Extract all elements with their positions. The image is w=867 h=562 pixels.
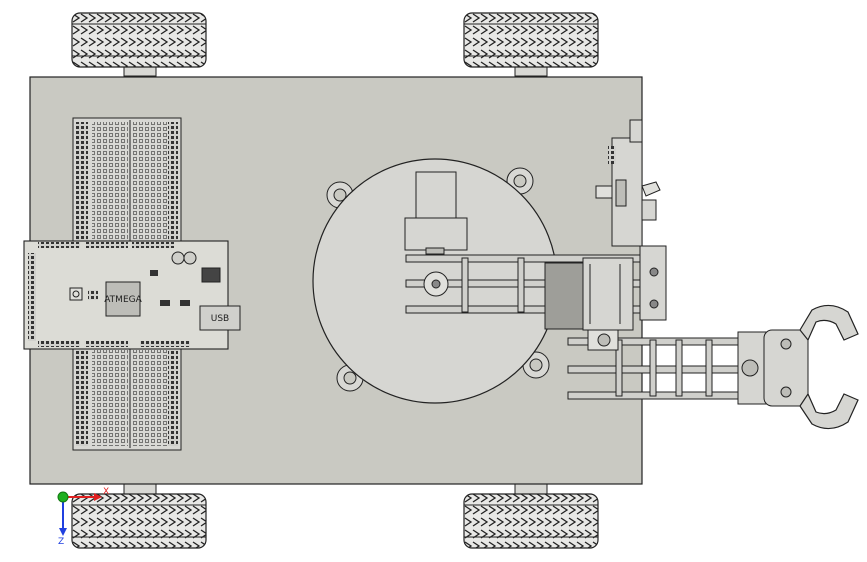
pin-header-bottom-3 (140, 341, 190, 347)
pin-header-bottom-2 (86, 341, 128, 347)
power-jack (201, 267, 221, 283)
wheel-rear-right[interactable] (463, 483, 599, 549)
base-servo[interactable] (404, 171, 468, 255)
usb-connector-label: USB (211, 314, 229, 324)
reset-button[interactable] (69, 287, 83, 301)
breadboard-top[interactable] (72, 117, 182, 245)
capacitor-2 (183, 251, 197, 265)
pin-header-top-1 (38, 242, 80, 248)
y-axis (57, 491, 69, 503)
ultrasonic-sensor[interactable] (595, 119, 667, 321)
wheel-rear-left[interactable] (71, 483, 207, 549)
pin-header-top-3 (132, 242, 174, 248)
pin-header-left (28, 253, 36, 341)
wheel-front-right[interactable] (463, 12, 599, 77)
usb-connector (199, 305, 241, 331)
microcontroller-board[interactable]: ATMEGA USB (23, 240, 241, 350)
gripper[interactable] (737, 304, 859, 430)
shoulder-servo[interactable] (544, 257, 634, 331)
z-axis-label: Z (58, 537, 64, 547)
breadboard-bottom[interactable] (72, 345, 182, 451)
capacitor-1 (171, 251, 185, 265)
pin-header-top-2 (86, 242, 128, 248)
axis-triad: X Z (57, 487, 109, 547)
wheel-front-left[interactable] (71, 12, 207, 77)
pin-header-bottom-1 (38, 341, 80, 347)
mcu-chip (105, 281, 141, 317)
mcu-chip-label: ATMEGA (104, 295, 142, 305)
icsp-header (88, 290, 98, 300)
x-axis-label: X (103, 487, 109, 497)
